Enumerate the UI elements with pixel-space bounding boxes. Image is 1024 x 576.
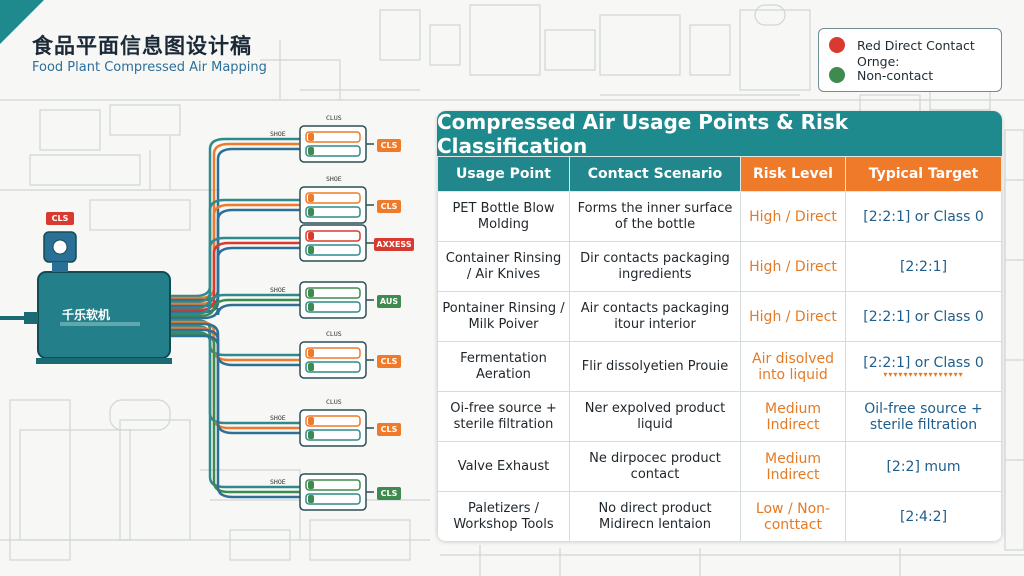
valve-tag: CLS xyxy=(377,423,401,436)
valve-box[interactable] xyxy=(299,473,374,511)
header-typical-target: Typical Target xyxy=(845,156,1002,192)
air-pipe xyxy=(170,334,300,499)
air-pipe xyxy=(170,241,300,312)
risk-table: Usage Point Contact Scenario Risk Level … xyxy=(437,156,1002,541)
air-pipe xyxy=(170,298,300,318)
valve-top-label: CLUS xyxy=(326,330,342,338)
contact-cell: Ner expolved product liquid xyxy=(569,391,741,442)
valve-tag: AXXESS xyxy=(374,238,414,251)
target-cell: Oil-free source + sterile filtration xyxy=(845,391,1002,442)
valve-box[interactable] xyxy=(299,224,374,262)
usage-cell: Pontainer Rinsing / Milk Poiver xyxy=(437,291,570,342)
valve-tag: CLS xyxy=(377,355,401,368)
valve-side-label: SHOE xyxy=(270,286,286,294)
usage-cell: Valve Exhaust xyxy=(437,441,570,492)
valve-box[interactable] xyxy=(299,125,374,163)
valve-box[interactable] xyxy=(299,341,374,379)
valve-side-label: SHOE xyxy=(270,478,286,486)
air-pipe xyxy=(170,142,300,300)
air-pipe xyxy=(170,137,300,298)
risk-cell: High / Direct xyxy=(740,191,846,242)
usage-cell: Fermentation Aeration xyxy=(437,341,570,392)
marker-row: ▾▾▾▾▾▾▾▾▾▾▾▾▾▾▾▾ xyxy=(883,369,964,379)
valve-side-label: SHOE xyxy=(270,414,286,422)
compressor[interactable] xyxy=(0,231,172,364)
contact-cell: Dir contacts packaging ingredients xyxy=(569,241,741,292)
valve-top-label: CLUS xyxy=(326,398,342,406)
air-pipe xyxy=(170,332,300,494)
valve-box[interactable] xyxy=(299,281,374,319)
corner-accent xyxy=(0,0,44,44)
valve-tag: AUS xyxy=(377,295,401,308)
risk-cell: Medium Indirect xyxy=(740,441,846,492)
valve-tag: CLS xyxy=(377,200,401,213)
contact-cell: Ne dirpocec product contact xyxy=(569,441,741,492)
target-cell: [2:2:1] or Class 0 xyxy=(845,191,1002,242)
table-title: Compressed Air Usage Points & Risk Class… xyxy=(437,111,1002,158)
air-pipe xyxy=(170,326,300,430)
header-risk-level: Risk Level xyxy=(740,156,846,192)
usage-cell: PET Bottle Blow Molding xyxy=(437,191,570,242)
valve-box[interactable] xyxy=(299,409,374,447)
air-pipe xyxy=(170,236,300,310)
page-title-en: Food Plant Compressed Air Mapping xyxy=(32,60,267,75)
risk-cell: High / Direct xyxy=(740,241,846,292)
target-cell: [2:2:1] or Class 0 xyxy=(845,291,1002,342)
green-dot-icon xyxy=(829,67,845,83)
valve-tag: CLS xyxy=(377,487,401,500)
air-network-diagram xyxy=(0,125,374,511)
legend: Red Direct Contact Ornge: Non-contact xyxy=(818,28,1002,92)
air-pipe xyxy=(170,303,300,320)
legend-item-orange: Ornge: xyxy=(857,54,900,69)
contact-cell: No direct product Midirecn lentaion xyxy=(569,491,741,541)
legend-item-noncontact: Non-contact xyxy=(829,67,933,83)
contact-cell: Air contacts packaging itour interior xyxy=(569,291,741,342)
usage-cell: Oi-free source + sterile filtration xyxy=(437,391,570,442)
header-contact-scenario: Contact Scenario xyxy=(569,156,741,192)
risk-cell: Low / Non-conttact xyxy=(740,491,846,541)
valve-top-label: SHOE xyxy=(326,175,342,183)
valve-side-label: SHOE xyxy=(270,130,286,138)
valve-top-label: CLUS xyxy=(326,114,342,122)
risk-table-panel: Compressed Air Usage Points & Risk Class… xyxy=(437,111,1002,541)
target-cell: [2:2] mum xyxy=(845,441,1002,492)
valve-box[interactable] xyxy=(299,186,374,224)
risk-cell: Medium Indirect xyxy=(740,391,846,442)
air-pipe xyxy=(170,147,300,302)
target-cell: [2:2:1] xyxy=(845,241,1002,292)
risk-cell: Air disolved into liquid xyxy=(740,341,846,392)
header-usage-point: Usage Point xyxy=(437,156,570,192)
usage-cell: Paletizers / Workshop Tools xyxy=(437,491,570,541)
contact-cell: Forms the inner surface of the bottle xyxy=(569,191,741,242)
legend-item-direct: Red Direct Contact xyxy=(829,37,975,53)
contact-cell: Flir dissolyetien Prouie xyxy=(569,341,741,392)
page-title-cn: 食品平面信息图设计稿 xyxy=(32,34,252,58)
air-pipe xyxy=(170,246,300,314)
air-pipe xyxy=(170,324,300,425)
compressor-brand: 千乐软机 xyxy=(62,308,111,322)
valve-tag: CLS xyxy=(377,139,401,152)
target-cell: [2:2:1] or Class 0▾▾▾▾▾▾▾▾▾▾▾▾▾▾▾▾ xyxy=(845,341,1002,392)
red-dot-icon xyxy=(829,37,845,53)
target-cell: [2:4:2] xyxy=(845,491,1002,541)
compressor-tag: CLS xyxy=(46,212,74,225)
air-pipe xyxy=(170,293,300,316)
risk-cell: High / Direct xyxy=(740,291,846,342)
usage-cell: Container Rinsing / Air Knives xyxy=(437,241,570,292)
